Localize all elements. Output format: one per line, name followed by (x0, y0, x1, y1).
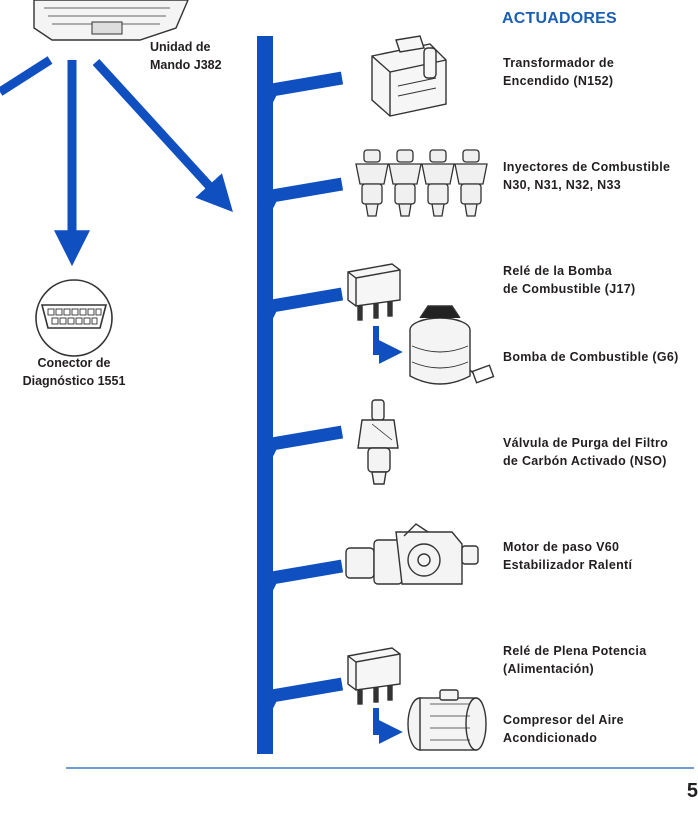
actuator-label-line1: Relé de la Bomba (503, 264, 612, 278)
diagnostic-label-line1: Conector de (37, 356, 111, 370)
actuator-label-injectors: Inyectores de Combustible N30, N31, N32,… (503, 158, 670, 194)
fuel-injectors-icon (355, 149, 488, 217)
actuator-label-line1: Motor de paso V60 (503, 540, 620, 554)
ecu-connection-arrows (0, 56, 233, 267)
stepper-motor-icon (345, 523, 479, 585)
fuel-pump-icon (409, 305, 495, 385)
actuator-label-line2: Estabilizador Ralentí (503, 558, 633, 572)
ac-compressor-icon (407, 689, 487, 751)
actuator-label-full-power-relay: Relé de Plena Potencia (Alimentación) (503, 642, 646, 678)
actuator-label-line1: Bomba de Combustible (G6) (503, 350, 679, 364)
actuator-label-line2: Encendido (N152) (503, 74, 614, 88)
actuator-label-line1: Transformador de (503, 56, 615, 70)
actuator-label-purge-valve: Válvula de Purga del Filtro de Carbón Ac… (503, 434, 668, 470)
actuator-label-line2: de Carbón Activado (NSO) (503, 454, 667, 468)
control-unit-label-line1: Unidad de (150, 40, 211, 54)
actuator-label-line2: Acondicionado (503, 731, 598, 745)
bus-branches (259, 71, 344, 713)
actuator-label-ac-compressor: Compresor del Aire Acondicionado (503, 711, 624, 747)
actuator-label-line1: Relé de Plena Potencia (503, 644, 647, 658)
actuator-label-fuel-pump: Bomba de Combustible (G6) (503, 348, 679, 366)
page-number: 5 (686, 780, 698, 802)
section-heading: ACTUADORES (502, 10, 617, 27)
actuator-label-line1: Inyectores de Combustible (503, 160, 671, 174)
actuator-label-stepper-motor: Motor de paso V60 Estabilizador Ralentí (503, 538, 632, 574)
control-unit-label-line2: Mando J382 (150, 58, 222, 72)
actuator-label-line2: N30, N31, N32, N33 (503, 178, 621, 192)
relay-to-compressor-arrow (373, 708, 403, 744)
relay-to-pump-arrow (373, 326, 403, 364)
control-unit-icon (33, 0, 189, 41)
diagnostic-connector-icon (35, 279, 113, 357)
actuator-label-line1: Válvula de Purga del Filtro (503, 436, 669, 450)
control-unit-label: Unidad de Mando J382 (150, 38, 222, 74)
signal-bus (257, 36, 273, 754)
diagnostic-label-line2: Diagnóstico 1551 (22, 374, 126, 388)
actuator-label-line1: Compresor del Aire (503, 713, 624, 727)
full-power-relay-icon (347, 647, 401, 705)
actuator-label-line2: (Alimentación) (503, 662, 595, 676)
ignition-coil-icon (371, 35, 447, 117)
actuator-label-fuel-pump-relay: Relé de la Bomba de Combustible (J17) (503, 262, 635, 298)
fuel-pump-relay-icon (347, 263, 401, 321)
diagnostic-connector-label: Conector de Diagnóstico 1551 (10, 354, 138, 390)
purge-valve-icon (357, 399, 399, 485)
actuator-label-line2: de Combustible (J17) (503, 282, 636, 296)
actuator-label-ignition-coil: Transformador de Encendido (N152) (503, 54, 614, 90)
